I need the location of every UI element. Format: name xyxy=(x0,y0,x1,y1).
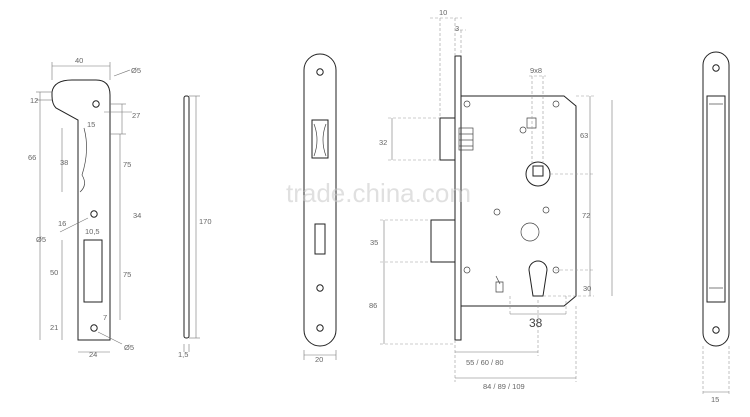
dim-12: 12 xyxy=(30,96,38,105)
dim-10: 10 xyxy=(439,8,447,17)
dim-total: 84 / 89 / 109 xyxy=(483,382,525,391)
dim-front-width: 15 xyxy=(711,395,719,404)
dim-7: 7 xyxy=(103,313,107,322)
faceplate-hole-mid xyxy=(316,284,324,292)
screw-hole-bottom xyxy=(90,324,98,332)
front-plate: 15 xyxy=(611,51,730,404)
dim-hole-mid: Ø5 xyxy=(36,235,46,244)
cylinder-cutout xyxy=(528,260,548,297)
dim-32: 32 xyxy=(379,138,387,147)
dim-72: 72 xyxy=(582,211,590,220)
deadbolt-slot xyxy=(314,223,326,255)
dim-hole-top: Ø5 xyxy=(131,66,141,75)
dim-30: 30 xyxy=(583,284,591,293)
dim-75b: 75 xyxy=(123,270,131,279)
watermark: trade.china.com xyxy=(286,178,471,208)
dim-66: 66 xyxy=(28,153,36,162)
follower-square xyxy=(532,165,544,177)
front-plate-slot xyxy=(706,95,726,303)
strike-plate: 40 Ø5 12 27 15 66 38 75 34 16 10,5 Ø5 50… xyxy=(28,56,141,359)
strike-side-view: 170 1,5 xyxy=(178,95,212,359)
dim-86: 86 xyxy=(369,301,377,310)
dim-backset: 55 / 60 / 80 xyxy=(466,358,504,367)
dim-21: 21 xyxy=(50,323,58,332)
dim-38: 38 xyxy=(60,158,68,167)
dim-34: 34 xyxy=(133,211,141,220)
screw-hole-top xyxy=(92,100,100,108)
dim-38-cylinder: 38 xyxy=(529,316,543,330)
faceplate-hole-top xyxy=(316,68,324,76)
lock-body: 10 3 9x8 63 32 72 35 86 30 38 55 / 60 / … xyxy=(369,8,594,391)
faceplate: 20 xyxy=(303,53,337,364)
screw-hole-mid xyxy=(90,210,98,218)
dim-50: 50 xyxy=(50,268,58,277)
dim-35: 35 xyxy=(370,238,378,247)
front-plate-hole-bottom xyxy=(712,326,720,334)
dim-hole-bottom: Ø5 xyxy=(124,343,134,352)
strike-opening xyxy=(83,239,103,303)
dim-27: 27 xyxy=(132,111,140,120)
dim-thickness: 1,5 xyxy=(178,350,188,359)
dim-9x8: 9x8 xyxy=(530,66,542,75)
dim-75a: 75 xyxy=(123,160,131,169)
dim-height-170: 170 xyxy=(199,217,212,226)
dim-63: 63 xyxy=(580,131,588,140)
faceplate-hole-bottom xyxy=(316,324,324,332)
dim-width-top: 40 xyxy=(75,56,83,65)
front-plate-hole-top xyxy=(712,64,720,72)
dim-3: 3 xyxy=(455,24,459,33)
dim-15: 15 xyxy=(87,120,95,129)
dim-16: 16 xyxy=(58,219,66,228)
dim-faceplate-width: 20 xyxy=(315,355,323,364)
dim-10-5: 10,5 xyxy=(85,227,100,236)
dim-width-bottom: 24 xyxy=(89,350,97,359)
